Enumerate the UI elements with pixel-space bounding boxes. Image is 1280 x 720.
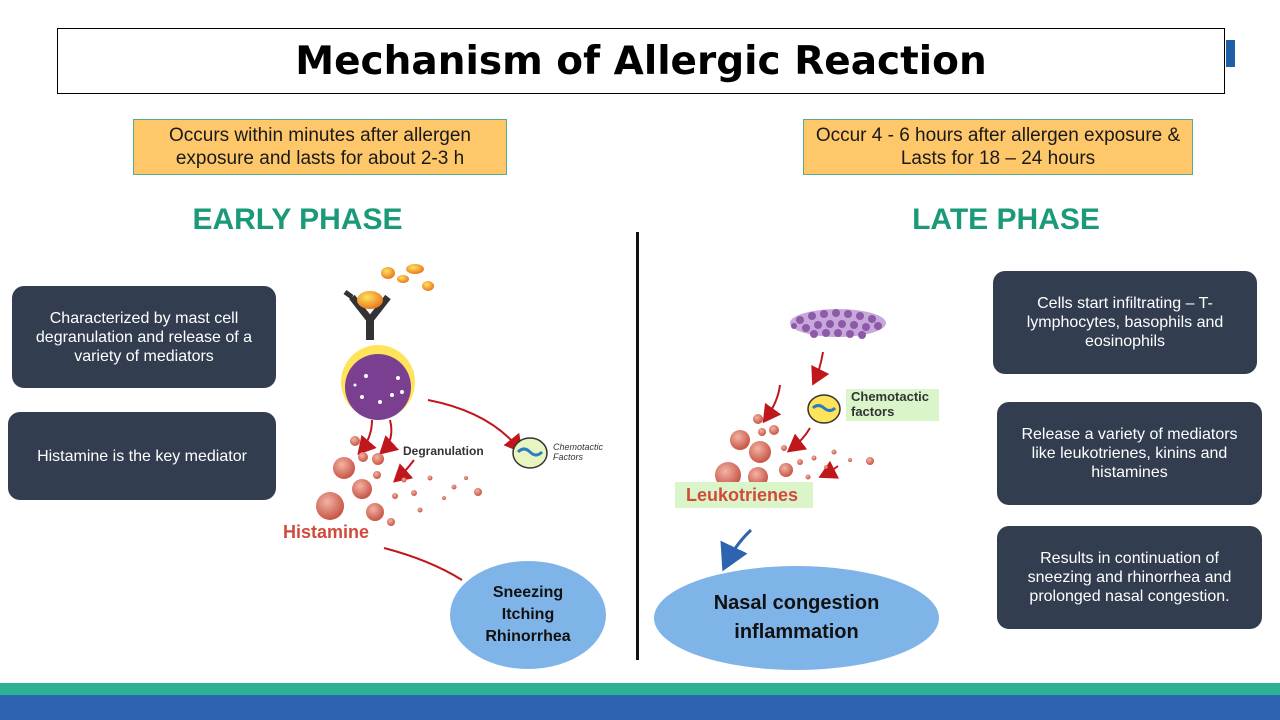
histamine-label: Histamine xyxy=(283,522,369,542)
footer-band-blue xyxy=(0,695,1280,720)
late-chemotactic-label-line1: Chemotactic xyxy=(851,389,929,404)
late-card-mediators: Release a variety of mediators like leuk… xyxy=(997,402,1262,505)
late-outcome-arrow xyxy=(720,528,753,572)
late-chemotactic-label-bg xyxy=(846,389,939,421)
symptom-sneezing: Sneezing xyxy=(492,584,564,601)
late-card-infiltration: Cells start infiltrating – T-lymphocytes… xyxy=(993,271,1257,374)
late-chemotactic-cell xyxy=(807,394,841,424)
late-card-continuation: Results in continuation of sneezing and … xyxy=(997,526,1262,629)
early-chemotactic-label-line2: Factors xyxy=(553,452,584,462)
symptom-rhinorrhea: Rhinorrhea xyxy=(485,628,571,645)
slide-title: Mechanism of Allergic Reaction xyxy=(57,28,1225,94)
late-phase-timing-note: Occur 4 - 6 hours after allergen exposur… xyxy=(803,119,1193,175)
early-card-degranulation: Characterized by mast cell degranulation… xyxy=(12,286,276,388)
degranulation-label: Degranulation xyxy=(403,444,484,458)
allergen-particles xyxy=(381,264,434,291)
footer-band-green xyxy=(0,683,1280,695)
early-chemotactic-label-line1: Chemotactic xyxy=(553,442,604,452)
late-symptoms-ellipse: Nasal congestion inflammation xyxy=(654,566,939,670)
early-phase-heading: EARLY PHASE xyxy=(192,203,403,236)
leukotrienes-label-bg xyxy=(675,482,813,508)
late-mediator-granules xyxy=(715,414,874,488)
late-arrows xyxy=(762,351,839,479)
leukotrienes-label: Leukotrienes xyxy=(686,485,798,505)
early-card-histamine: Histamine is the key mediator xyxy=(8,412,276,500)
corner-accent xyxy=(1226,40,1235,67)
early-symptoms-ellipse: Sneezing Itching Rhinorrhea xyxy=(450,561,606,669)
symptom-nasal-congestion: Nasal congestion xyxy=(713,592,880,614)
infiltrating-cells-cluster xyxy=(790,309,886,339)
early-phase-timing-note: Occurs within minutes after allergen exp… xyxy=(133,119,507,175)
mast-cell xyxy=(341,345,415,420)
late-phase-heading: LATE PHASE xyxy=(912,203,1100,236)
late-chemotactic-label-line2: factors xyxy=(851,404,894,419)
histamine-granules xyxy=(316,436,482,526)
symptom-inflammation: inflammation xyxy=(734,621,859,643)
early-arrows xyxy=(357,399,523,581)
symptom-itching: Itching xyxy=(501,606,555,623)
early-chemotactic-cell xyxy=(512,437,548,469)
ige-antibody xyxy=(343,289,391,340)
phase-divider xyxy=(636,232,639,660)
